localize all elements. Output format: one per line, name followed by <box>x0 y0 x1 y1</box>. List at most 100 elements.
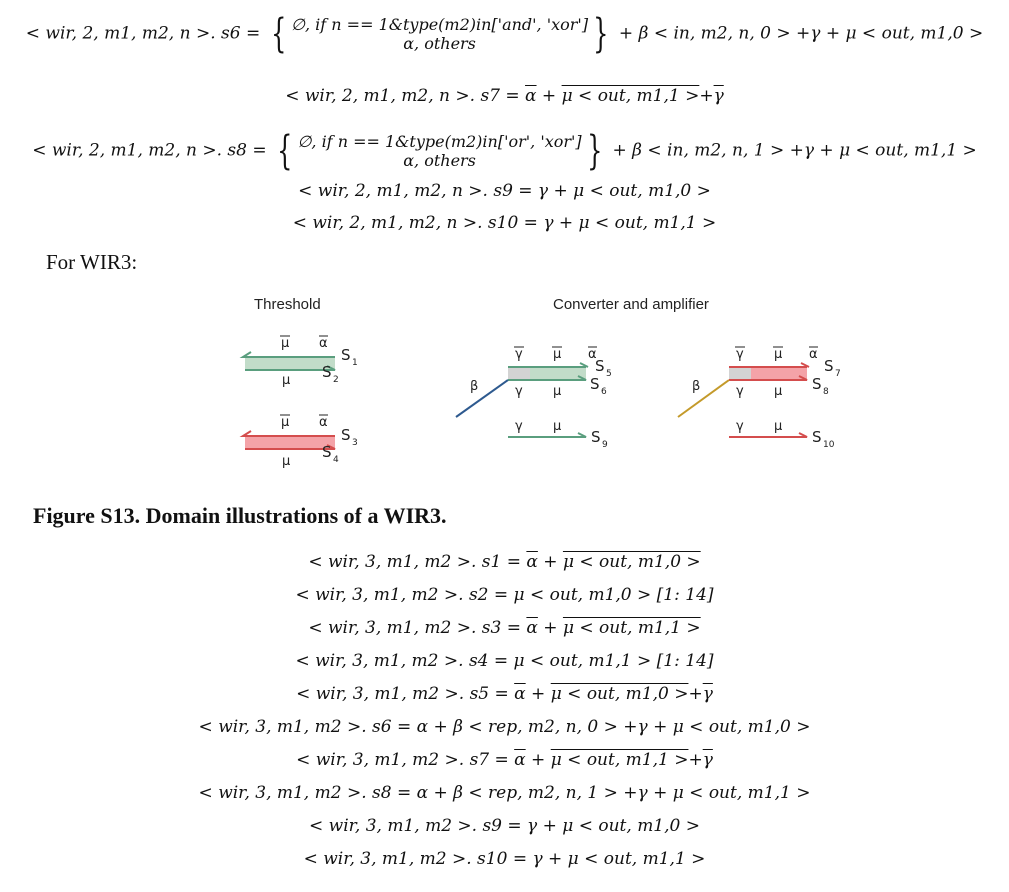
alpha-bar: α <box>514 684 526 704</box>
equation-wir3-s9: < wir, 3, m1, m2 >. s9 = γ + μ < out, m1… <box>309 816 700 836</box>
arrowhead <box>800 362 810 368</box>
arrowhead <box>577 432 587 438</box>
mu-bar-label: μ <box>553 347 561 362</box>
gamma-bar-label: γ <box>736 347 744 362</box>
converter-title: Converter and amplifier <box>553 296 709 313</box>
alpha-bar-label: α <box>809 347 818 362</box>
alpha-bar-label: α <box>319 415 328 430</box>
threshold-red-strand: μ α μ S 3 S 4 <box>239 414 358 469</box>
equation-wir2-s6: < wir, 2, m1, m2, n >. s6 = {∅, if n == … <box>0 14 1009 54</box>
plus: + <box>537 552 563 572</box>
s9-sub: 9 <box>602 440 608 450</box>
figure-caption: Figure S13. Domain illustrations of a WI… <box>33 503 447 528</box>
left-brace: { <box>270 11 286 57</box>
gamma-bar-label: γ <box>515 347 523 362</box>
piecewise-cases: ∅, if n == 1&type(m2)in['and', 'xor']α, … <box>291 15 588 53</box>
mu-bar-label: μ <box>774 347 782 362</box>
gamma-label: γ <box>736 419 744 434</box>
equation-lhs: < wir, 3, m1, m2 >. s3 = <box>308 618 527 638</box>
right-brace: } <box>586 128 603 174</box>
equation-lhs: < wir, 3, m1, m2 >. s1 = <box>308 552 527 572</box>
case-1: ∅, if n == 1&type(m2)in['or', 'xor'] <box>297 132 582 151</box>
s10-sub: 10 <box>823 440 835 450</box>
s1-sub: 1 <box>352 358 358 368</box>
equation-lhs: < wir, 3, m1, m2 >. s5 = <box>296 684 515 704</box>
plus: + <box>525 684 551 704</box>
beta-label: β <box>470 379 478 394</box>
gray-toehold-fill <box>729 367 751 380</box>
red-duplex-fill <box>751 367 807 380</box>
mu-label: μ <box>774 384 782 399</box>
plus: + <box>537 618 563 638</box>
gamma-label: γ <box>515 384 523 399</box>
case-1: ∅, if n == 1&type(m2)in['and', 'xor'] <box>291 15 589 34</box>
red-duplex-fill <box>245 436 335 449</box>
plus: + <box>536 86 562 106</box>
equation-lhs: < wir, 3, m1, m2 >. s7 = <box>296 750 515 770</box>
s2-sub: 2 <box>333 375 339 385</box>
equation-wir2-s7: < wir, 2, m1, m2, n >. s7 = α + μ < out,… <box>0 85 1009 107</box>
equation-wir3-s2: < wir, 3, m1, m2 >. s2 = μ < out, m1,0 >… <box>295 585 714 605</box>
left-brace: { <box>277 128 293 174</box>
mu-label: μ <box>282 373 290 388</box>
arrowhead <box>326 444 336 450</box>
gamma-label: γ <box>736 384 744 399</box>
plus: + <box>525 750 551 770</box>
mu-label: μ <box>282 454 290 469</box>
equation-wir3-s6: < wir, 3, m1, m2 >. s6 = α + β < rep, m2… <box>198 717 811 737</box>
equation-wir3-s3: < wir, 3, m1, m2 >. s3 = α + μ < out, m1… <box>0 617 1009 639</box>
threshold-green-strand: μ α μ S 1 S 2 <box>239 335 358 388</box>
s5-label: S <box>595 357 605 375</box>
plus: + <box>688 684 703 704</box>
piecewise-cases: ∅, if n == 1&type(m2)in['or', 'xor']α, o… <box>297 132 581 170</box>
converter-red-complex: β γ μ α γ μ S 7 S 8 <box>677 346 841 418</box>
mu-label: μ <box>553 384 561 399</box>
arrowhead <box>798 375 808 381</box>
s4-sub: 4 <box>333 455 339 465</box>
arrowhead <box>798 432 808 438</box>
s5-sub: 5 <box>606 369 612 379</box>
equation-lhs: < wir, 2, m1, m2, n >. s6 = <box>25 23 266 44</box>
s1-label: S <box>341 346 351 364</box>
equation-lhs: < wir, 2, m1, m2, n >. s7 = <box>285 86 526 106</box>
s4-label: S <box>322 443 332 461</box>
equation-wir3-s8: < wir, 3, m1, m2 >. s8 = α + β < rep, m2… <box>198 783 811 803</box>
complement-term: μ < out, m1,1 > <box>562 618 701 638</box>
mu-label: μ <box>774 419 782 434</box>
s3-sub: 3 <box>352 438 358 448</box>
equation-rhs: + β < in, m2, n, 1 > +γ + μ < out, m1,1 … <box>607 140 977 161</box>
alpha-bar-label: α <box>588 347 597 362</box>
green-duplex-fill <box>530 367 586 380</box>
s10-strand: γ μ S 10 <box>729 419 835 450</box>
beta-strand <box>455 379 509 418</box>
equation-wir3-s1: < wir, 3, m1, m2 >. s1 = α + μ < out, m1… <box>0 551 1009 573</box>
s8-sub: 8 <box>823 387 829 397</box>
mu-bar-label: μ <box>281 336 289 351</box>
s9-label: S <box>591 428 601 446</box>
s8-label: S <box>812 375 822 393</box>
s7-sub: 7 <box>835 369 841 379</box>
s3-label: S <box>341 426 351 444</box>
equation-wir3-s4: < wir, 3, m1, m2 >. s4 = μ < out, m1,1 >… <box>295 651 714 671</box>
arrowhead <box>239 430 252 437</box>
green-duplex-fill <box>245 357 335 370</box>
arrowhead <box>326 365 336 371</box>
converter-green-complex: β γ μ α γ μ S 5 S 6 <box>455 346 612 418</box>
equation-wir2-s10: < wir, 2, m1, m2, n >. s10 = γ + μ < out… <box>292 213 717 233</box>
gamma-bar: γ <box>702 684 713 704</box>
plus: + <box>688 750 703 770</box>
arrowhead <box>239 351 252 358</box>
arrowhead <box>579 362 589 368</box>
complement-term: μ < out, m1,1 > <box>561 86 700 106</box>
arrowhead <box>577 375 587 381</box>
beta-strand <box>677 379 730 418</box>
gray-toehold-fill <box>508 367 530 380</box>
s6-sub: 6 <box>601 387 607 397</box>
s10-label: S <box>812 428 822 446</box>
equation-wir3-s7: < wir, 3, m1, m2 >. s7 = α + μ < out, m1… <box>0 749 1009 771</box>
equation-lhs: < wir, 2, m1, m2, n >. s8 = <box>32 140 272 161</box>
equation-wir2-s8: < wir, 2, m1, m2, n >. s8 = {∅, if n == … <box>0 131 1009 171</box>
s7-label: S <box>824 357 834 375</box>
complement-term: μ < out, m1,1 > <box>550 750 689 770</box>
